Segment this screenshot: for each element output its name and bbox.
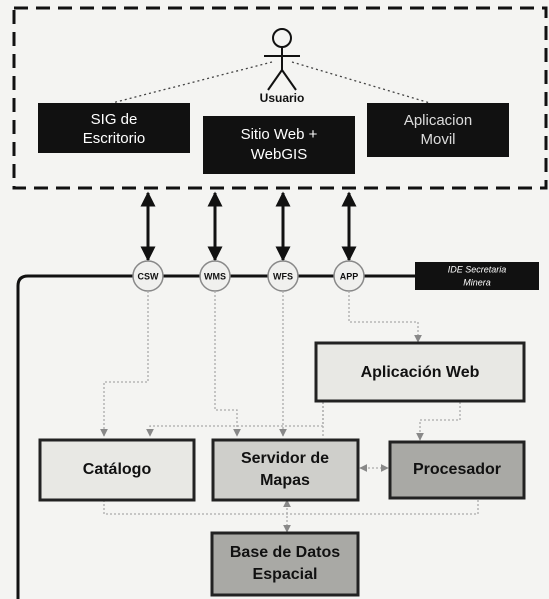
web-site-box <box>203 116 355 174</box>
user-actor-icon <box>264 28 300 91</box>
wfs-label: WFS <box>273 271 293 281</box>
web-site-line-1: Sitio Web + <box>241 126 318 143</box>
desktop-gis-box <box>38 103 190 153</box>
service-circles <box>132 260 365 292</box>
wms-label: WMS <box>204 271 226 281</box>
client-area-border <box>12 6 548 190</box>
desktop-gis-line-2: Escritorio <box>83 130 146 147</box>
ide-banner-line-1: IDE Secretaria <box>448 264 507 274</box>
user-label: Usuario <box>260 91 305 105</box>
mobile-app-box <box>367 103 509 157</box>
map-server-box <box>211 438 360 502</box>
app-label: APP <box>340 271 359 281</box>
spatial-db-box <box>210 531 360 597</box>
mobile-app-line-1: Aplicacion <box>404 112 472 129</box>
ide-banner <box>415 262 539 290</box>
ide-banner-line-2: Minera <box>463 277 491 287</box>
spatial-db-line-2: Espacial <box>253 566 318 583</box>
catalog-label: Catálogo <box>83 461 152 478</box>
web-app-label: Aplicación Web <box>361 364 480 381</box>
internal-links <box>100 291 479 533</box>
desktop-gis-line-1: SIG de <box>91 111 138 128</box>
map-server-line-2: Mapas <box>260 472 310 489</box>
web-site-line-2: WebGIS <box>251 146 307 163</box>
map-server-line-1: Servidor de <box>241 450 329 467</box>
client-service-arrows <box>140 191 357 262</box>
user-to-clients-links <box>111 61 431 104</box>
processor-box <box>388 440 526 500</box>
mobile-app-line-2: Movil <box>420 131 455 148</box>
ide-boundary-line <box>16 274 420 599</box>
spatial-db-line-1: Base de Datos <box>230 544 340 561</box>
csw-label: CSW <box>138 271 160 281</box>
processor-label: Procesador <box>413 461 501 478</box>
web-app-box <box>314 341 526 403</box>
catalog-box <box>38 438 196 502</box>
